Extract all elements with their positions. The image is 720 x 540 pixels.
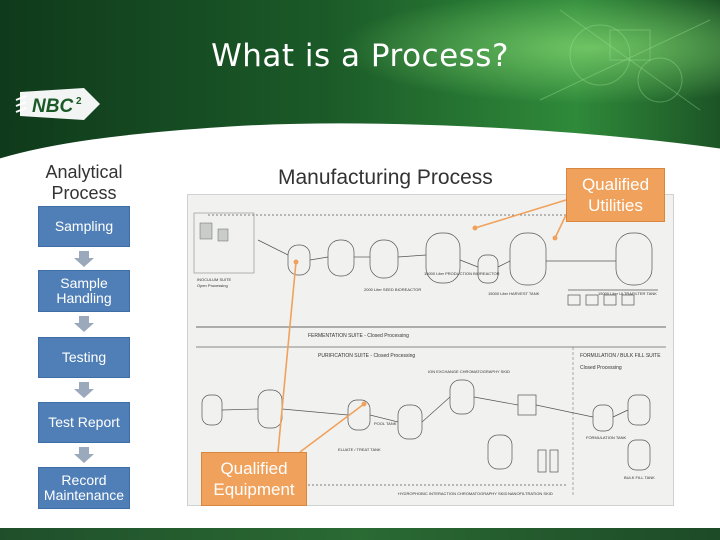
- header-banner: [0, 0, 720, 170]
- down-arrow-icon: [74, 382, 94, 398]
- callout-qualified-utilities: Qualified Utilities: [566, 168, 665, 222]
- label-fermentation-suite: FERMENTATION SUITE - Closed Processing: [308, 333, 409, 339]
- label-inoculum-suite: INOCULUM SUITE: [197, 277, 232, 282]
- label-ultrafilter-tank: 15000 Liter ULTRAFILTER TANK: [598, 291, 657, 296]
- label-harvest-tank: 15000 Liter HARVEST TANK: [488, 291, 540, 296]
- down-arrow-icon: [74, 316, 94, 332]
- step-sample-handling: Sample Handling: [38, 270, 130, 312]
- logo-superscript: 2: [76, 96, 82, 107]
- step-testing: Testing: [38, 337, 130, 378]
- callout-qualified-equipment: Qualified Equipment: [201, 452, 307, 506]
- label-ion-exchange: ION EXCHANGE CHROMATOGRAPHY SKID: [428, 369, 510, 374]
- label-hic-skid: HYDROPHOBIC INTERACTION CHROMATOGRAPHY S…: [398, 491, 507, 496]
- label-purification-suite: PURIFICATION SUITE - Closed Processing: [318, 353, 415, 359]
- label-formulation-suite: FORMULATION / BULK FILL SUITE: [580, 353, 661, 359]
- slide-title: What is a Process?: [211, 38, 509, 74]
- manufacturing-process-title: Manufacturing Process: [278, 166, 493, 189]
- header-background: [0, 0, 720, 162]
- label-production-bioreactor: 15000 Liter PRODUCTION BIOREACTOR: [424, 271, 500, 276]
- label-seed-bioreactor: 2000 Liter SEED BIOREACTOR: [364, 287, 421, 292]
- step-record-maintenance: Record Maintenance: [38, 467, 130, 509]
- label-open-processing: Open Processing: [197, 283, 228, 288]
- logo-text: NBC: [32, 96, 73, 117]
- label-nanofiltration-skid: NANOFILTRATION SKID: [508, 491, 553, 496]
- label-formulation-tank: FORMULATION TANK: [586, 435, 627, 440]
- analytical-process-title: Analytical Process: [45, 162, 123, 203]
- label-bulk-fill-tank: BULK FILL TANK: [624, 475, 655, 480]
- nbc2-logo: NBC 2: [15, 88, 100, 120]
- step-test-report: Test Report: [38, 402, 130, 443]
- step-sampling: Sampling: [38, 206, 130, 247]
- down-arrow-icon: [74, 251, 94, 267]
- label-eluate-tank: ELUATE / TREAT TANK: [338, 447, 381, 452]
- down-arrow-icon: [74, 447, 94, 463]
- label-closed-processing: Closed Processing: [580, 365, 622, 371]
- footer-bar: [0, 528, 720, 540]
- label-pool-tank: POOL TANK: [374, 421, 397, 426]
